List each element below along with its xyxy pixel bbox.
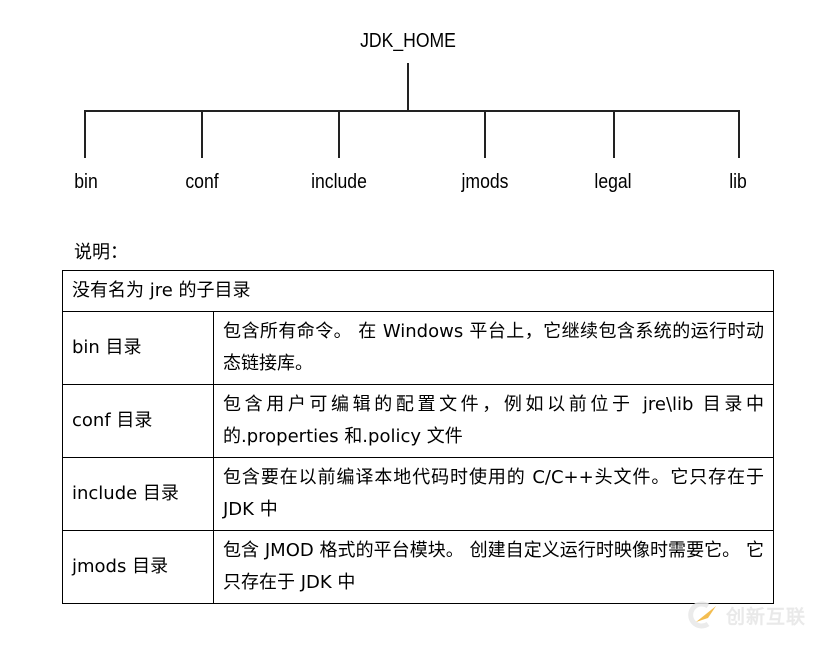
table-row: bin 目录 包含所有命令。 在 Windows 平台上，它继续包含系统的运行时…	[62, 311, 774, 385]
tree-branch-line	[613, 111, 615, 158]
tree-root-label: JDK_HOME	[360, 30, 456, 52]
row-key: include 目录	[62, 457, 214, 531]
tree-branch-line	[338, 111, 340, 158]
tree-branch-line	[84, 111, 86, 158]
tree-node-jmods: jmods	[461, 171, 509, 193]
table-row: conf 目录 包含用户可编辑的配置文件，例如以前位于 jre\lib 目录中的…	[62, 384, 774, 458]
watermark: 创新互联	[686, 600, 806, 630]
table-row: jmods 目录 包含 JMOD 格式的平台模块。 创建自定义运行时映像时需要它…	[62, 530, 774, 604]
watermark-logo-icon	[688, 601, 716, 629]
note-label: 说明：	[74, 242, 128, 263]
table-header-cell: 没有名为 jre 的子目录	[62, 270, 774, 312]
tree-branch-line	[738, 111, 740, 158]
directory-table: 没有名为 jre 的子目录 bin 目录 包含所有命令。 在 Windows 平…	[62, 270, 774, 604]
tree-branch-line	[484, 111, 486, 158]
row-value: 包含用户可编辑的配置文件，例如以前位于 jre\lib 目录中的.propert…	[213, 384, 774, 458]
watermark-text: 创新互联	[726, 605, 807, 628]
tree-node-bin: bin	[74, 171, 98, 193]
tree-node-legal: legal	[594, 171, 632, 193]
tree-node-conf: conf	[185, 171, 219, 193]
table-header-row: 没有名为 jre 的子目录	[62, 270, 774, 312]
table-row: include 目录 包含要在以前编译本地代码时使用的 C/C++头文件。它只存…	[62, 457, 774, 531]
tree-node-include: include	[311, 171, 367, 193]
row-value: 包含要在以前编译本地代码时使用的 C/C++头文件。它只存在于 JDK 中	[213, 457, 774, 531]
row-value: 包含 JMOD 格式的平台模块。 创建自定义运行时映像时需要它。 它只存在于 J…	[213, 530, 774, 604]
row-key: bin 目录	[62, 311, 214, 385]
tree-trunk-line	[407, 63, 409, 111]
tree-bar-line	[84, 110, 740, 112]
row-value: 包含所有命令。 在 Windows 平台上，它继续包含系统的运行时动态链接库。	[213, 311, 774, 385]
tree-branch-line	[201, 111, 203, 158]
tree-node-lib: lib	[729, 171, 747, 193]
row-key: jmods 目录	[62, 530, 214, 604]
row-key: conf 目录	[62, 384, 214, 458]
